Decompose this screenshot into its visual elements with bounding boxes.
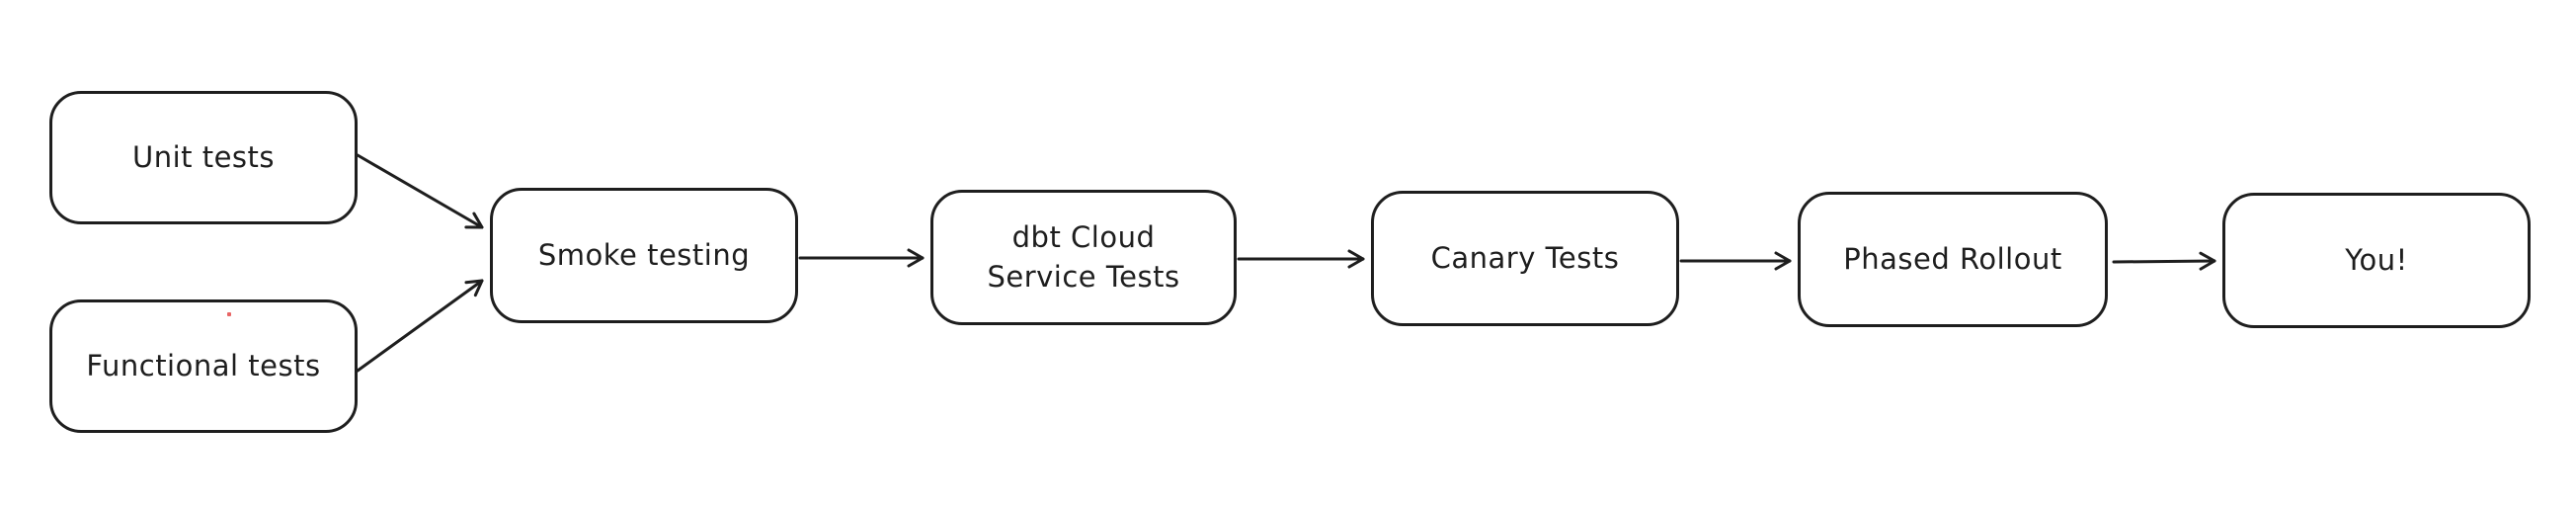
node-smoke-testing: Smoke testing bbox=[490, 188, 798, 323]
edge-unit-tests-to-smoke-testing bbox=[356, 153, 484, 229]
node-you-label: You! bbox=[2345, 242, 2408, 277]
node-dbt-cloud-service-tests-label: dbt Cloud Service Tests bbox=[987, 220, 1180, 294]
edge-functional-tests-to-smoke-testing bbox=[356, 279, 484, 373]
node-smoke-testing-label: Smoke testing bbox=[537, 237, 751, 272]
node-phased-rollout: Phased Rollout bbox=[1798, 192, 2108, 327]
node-unit-tests: Unit tests bbox=[49, 91, 358, 224]
node-canary-tests: Canary Tests bbox=[1371, 191, 1679, 326]
node-functional-tests: Functional tests bbox=[49, 299, 358, 433]
stray-red-dot bbox=[227, 312, 231, 316]
edge-phased-rollout-to-you bbox=[2112, 251, 2216, 271]
node-phased-rollout-label: Phased Rollout bbox=[1843, 241, 2062, 276]
node-canary-tests-label: Canary Tests bbox=[1430, 240, 1620, 275]
node-unit-tests-label: Unit tests bbox=[131, 139, 276, 174]
node-you: You! bbox=[2222, 193, 2531, 328]
node-dbt-cloud-service-tests: dbt Cloud Service Tests bbox=[930, 190, 1237, 325]
node-functional-tests-label: Functional tests bbox=[86, 348, 321, 382]
